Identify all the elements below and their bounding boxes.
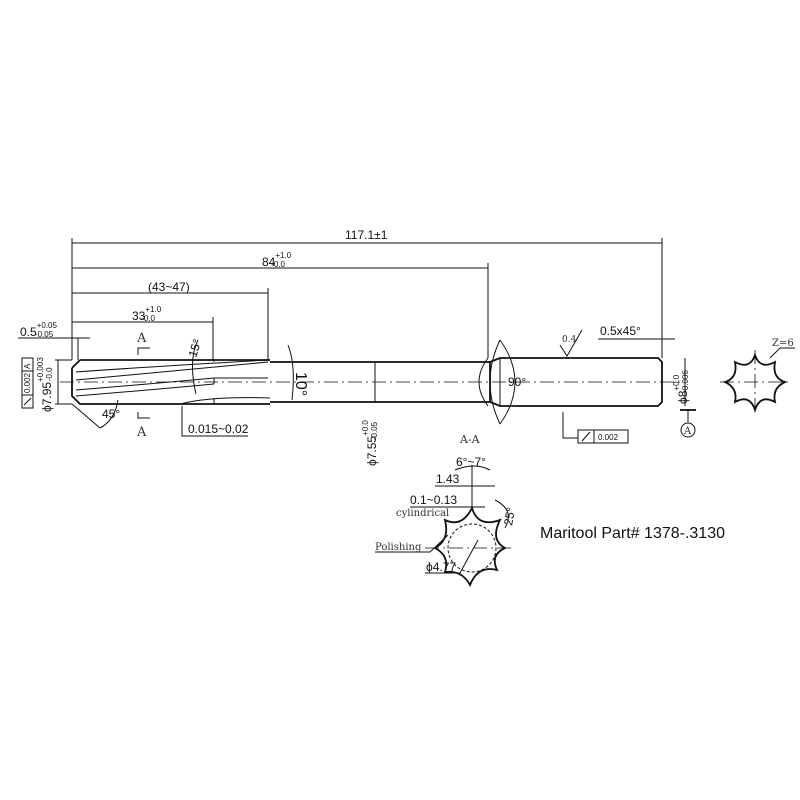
part-number-label: Maritool Part# 1378-.3130 [540,525,725,542]
svg-text:ϕ8+0.0-0.006: ϕ8+0.0-0.006 [672,370,690,404]
shank-chamfer-label: 0.5x45° [600,324,641,338]
svg-text:6°~7°: 6°~7° [456,455,486,469]
fluted-section [71,359,271,405]
margin-width-label: 0.015~0.02 [188,422,249,436]
overall-length-label: 117.1±1 [345,228,388,242]
back-taper-angle: 10° [292,372,309,396]
svg-text:0.4: 0.4 [562,335,577,345]
dim-cutting-length: 33+1.0-0.0 [72,305,214,360]
flute-length-label: (43~47) [148,280,190,294]
dim-overall-length: 117.1±1 [71,228,663,360]
svg-text:0.1~0.13: 0.1~0.13 [410,493,457,507]
svg-text:0.002: 0.002 [598,433,619,442]
svg-text:cylindrical: cylindrical [396,508,449,519]
cylindricity-icon [581,431,591,442]
roughness-symbol: 0.4 [559,329,583,357]
dim-cutting-diameter: ϕ7.95+0.003-0.0 [36,357,72,412]
end-view: Z=6 [720,338,795,415]
svg-text:0.5+0.05-0.05: 0.5+0.05-0.05 [20,321,57,339]
svg-text:A: A [136,425,147,440]
chamfer-angle: 45° [102,407,120,421]
svg-text:Z=6: Z=6 [772,338,794,349]
cylindricity-frame: 0.002 [562,412,629,444]
section-mark-top: A [136,331,150,355]
svg-text:A: A [23,363,32,369]
svg-text:ϕ7.55+0.0-0.05: ϕ7.55+0.0-0.05 [361,420,379,466]
dim-flute-length: (43~47) [72,280,269,360]
section-a-a: A-A 6°~7° 1.43 0.1~0.13 cylindrical 25° … [375,433,518,588]
svg-text:ϕ4.77: ϕ4.77 [426,560,456,574]
svg-text:A: A [136,331,147,346]
collar-angle: 90° [508,375,526,389]
svg-text:ϕ7.95+0.003-0.0: ϕ7.95+0.003-0.0 [36,357,54,412]
svg-text:0.002: 0.002 [23,372,32,393]
svg-text:A: A [683,426,692,437]
runout-icon [23,397,32,406]
shank [478,339,663,425]
svg-text:25°: 25° [501,506,518,526]
svg-text:84+1.0-0.0: 84+1.0-0.0 [262,251,292,269]
svg-text:A-A: A-A [459,433,481,446]
datum-a: A [680,409,696,438]
runout-frame: 0.002 A [21,357,34,409]
svg-text:Polishing: Polishing [375,542,422,553]
helix-angle: 15° [186,337,205,359]
section-mark-bottom: A [136,412,150,440]
dim-chamfer-length: 0.5+0.05-0.05 [18,321,90,360]
dim-shank-start: 84+1.0-0.0 [72,251,489,358]
neck [270,361,490,403]
svg-text:33+1.0-0.0: 33+1.0-0.0 [132,305,162,323]
svg-text:1.43: 1.43 [436,472,460,486]
